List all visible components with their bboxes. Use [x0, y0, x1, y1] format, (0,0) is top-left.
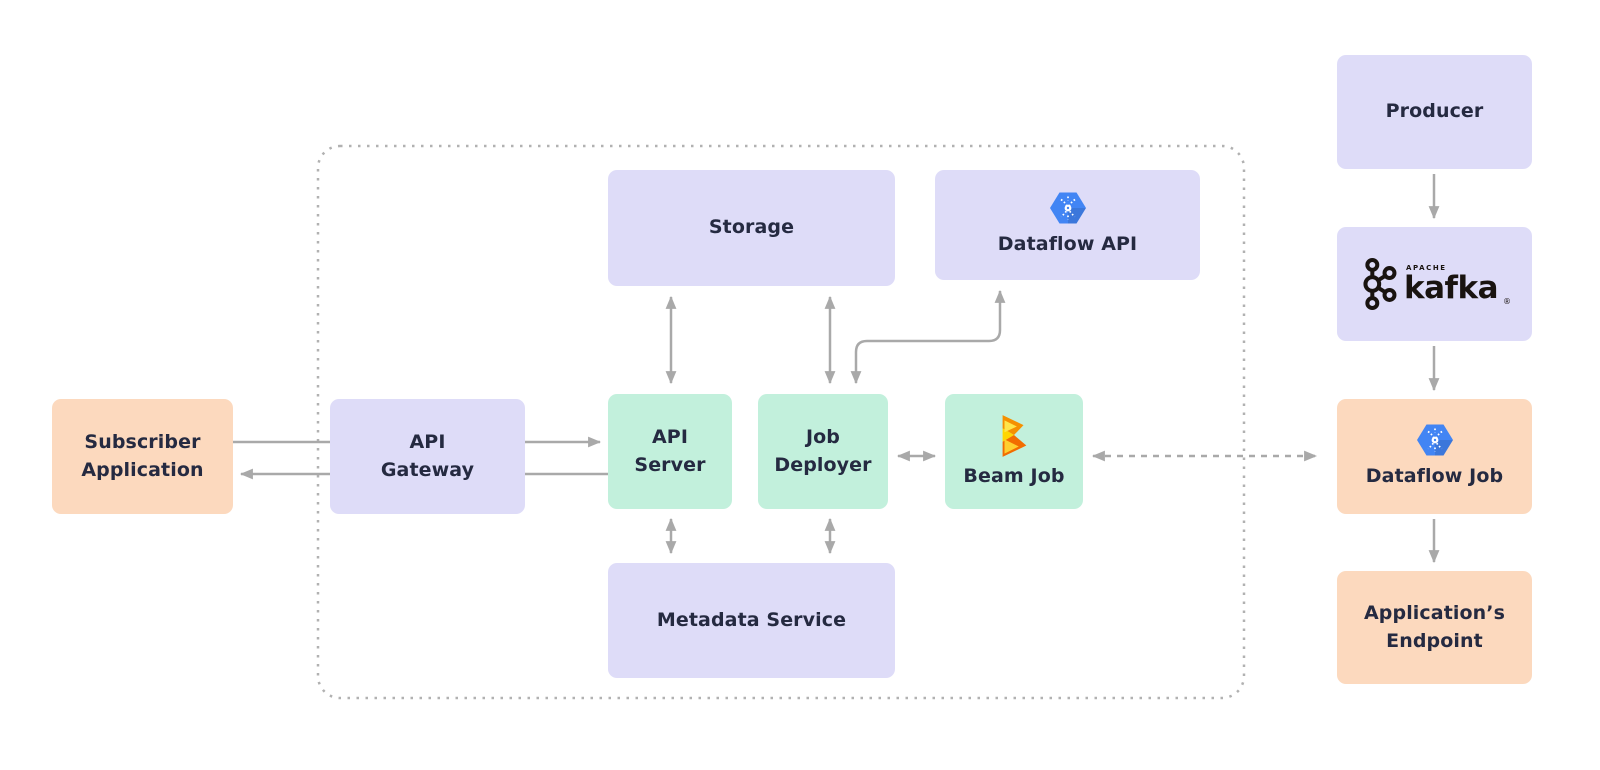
kafka-icon: [1363, 257, 1397, 311]
dataflow-icon: [1416, 424, 1453, 456]
node-api-server: API Server: [608, 394, 732, 509]
node-applications-endpoint: Application’s Endpoint: [1337, 571, 1532, 684]
node-label: Dataflow API: [997, 233, 1138, 256]
node-metadata-service: Metadata Service: [608, 563, 895, 678]
kafka-apache-label: APACHE: [1405, 263, 1447, 272]
node-label: API Server: [634, 425, 706, 476]
node-label: Job Deployer: [774, 425, 872, 476]
dataflow-icon: [1049, 192, 1086, 224]
node-label: Metadata Service: [656, 608, 847, 631]
node-beam-job: Beam Job: [945, 394, 1083, 509]
node-kafka: APACHE kafka ®: [1337, 227, 1532, 341]
node-subscriber-application: Subscriber Application: [52, 399, 233, 514]
kafka-name-label: kafka: [1403, 269, 1499, 306]
kafka-wordmark: APACHE kafka: [1403, 263, 1499, 306]
edge-jobdeployer-dataflowapi: [850, 289, 1006, 385]
node-label: Application’s Endpoint: [1363, 601, 1506, 652]
node-storage: Storage: [608, 170, 895, 286]
node-label: Producer: [1385, 100, 1484, 123]
kafka-logo: APACHE kafka ®: [1358, 256, 1511, 312]
node-label: Dataflow Job: [1365, 464, 1504, 487]
node-producer: Producer: [1337, 55, 1532, 169]
node-api-gateway: API Gateway: [330, 399, 525, 514]
node-label: Beam Job: [963, 464, 1065, 487]
node-label: Subscriber Application: [81, 430, 204, 481]
registered-mark: ®: [1503, 297, 1512, 306]
node-label: API Gateway: [380, 430, 475, 481]
node-label: Storage: [708, 216, 795, 239]
node-dataflow-api: Dataflow API: [935, 170, 1200, 280]
node-dataflow-job: Dataflow Job: [1337, 399, 1532, 514]
dotted-boundary: [316, 144, 1246, 700]
node-job-deployer: Job Deployer: [758, 394, 888, 509]
beam-icon: [1002, 414, 1027, 457]
